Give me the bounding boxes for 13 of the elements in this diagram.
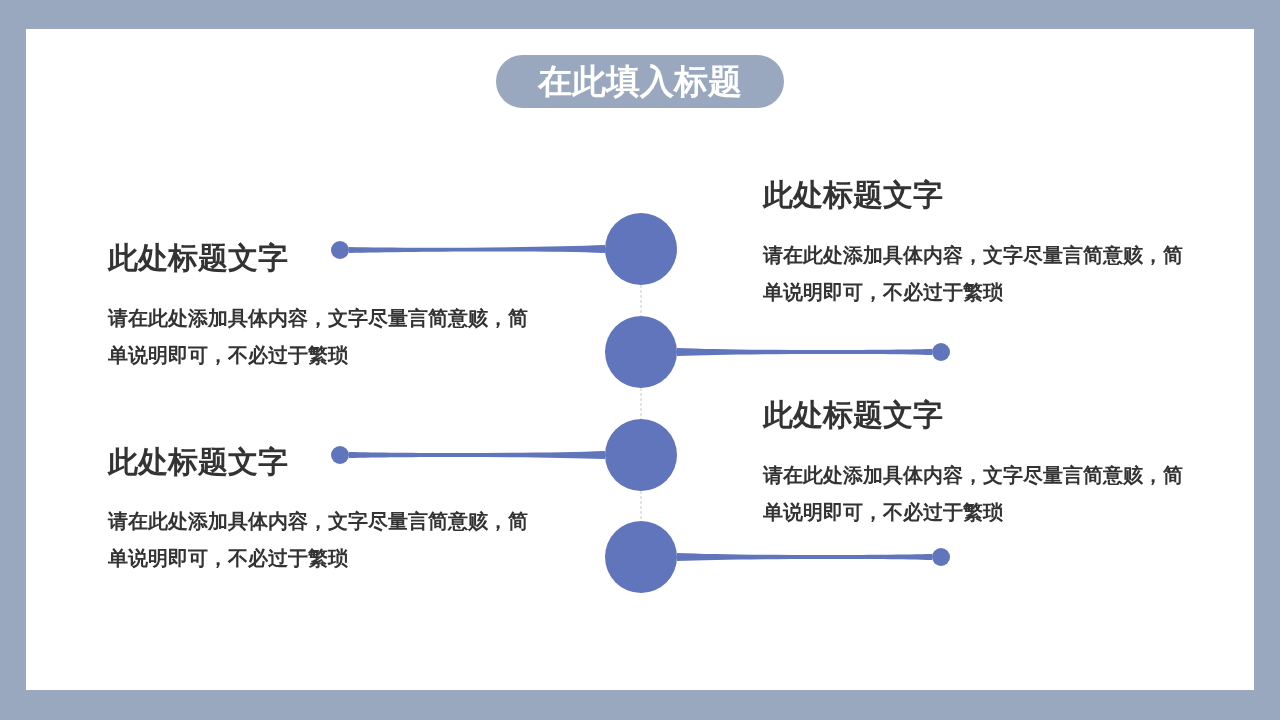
- heading-text: 此处标题文字: [108, 444, 288, 480]
- connector-line: [349, 451, 605, 459]
- heading-text: 此处标题文字: [763, 397, 943, 433]
- connector-line: [677, 553, 932, 561]
- heading-text: 此处标题文字: [763, 177, 943, 213]
- body-text: 请在此处添加具体内容，文字尽量言简意赅，简单说明即可，不必过于繁琐: [108, 508, 529, 572]
- connector-line: [349, 245, 605, 253]
- connector-line: [677, 348, 932, 356]
- heading-text: 此处标题文字: [108, 240, 288, 276]
- body-text: 请在此处添加具体内容，文字尽量言简意赅，简单说明即可，不必过于繁琐: [763, 462, 1184, 526]
- body-text: 请在此处添加具体内容，文字尽量言简意赅，简单说明即可，不必过于繁琐: [763, 242, 1184, 306]
- title-pill: 在此填入标题: [496, 55, 784, 108]
- body-text: 请在此处添加具体内容，文字尽量言简意赅，简单说明即可，不必过于繁琐: [108, 305, 529, 369]
